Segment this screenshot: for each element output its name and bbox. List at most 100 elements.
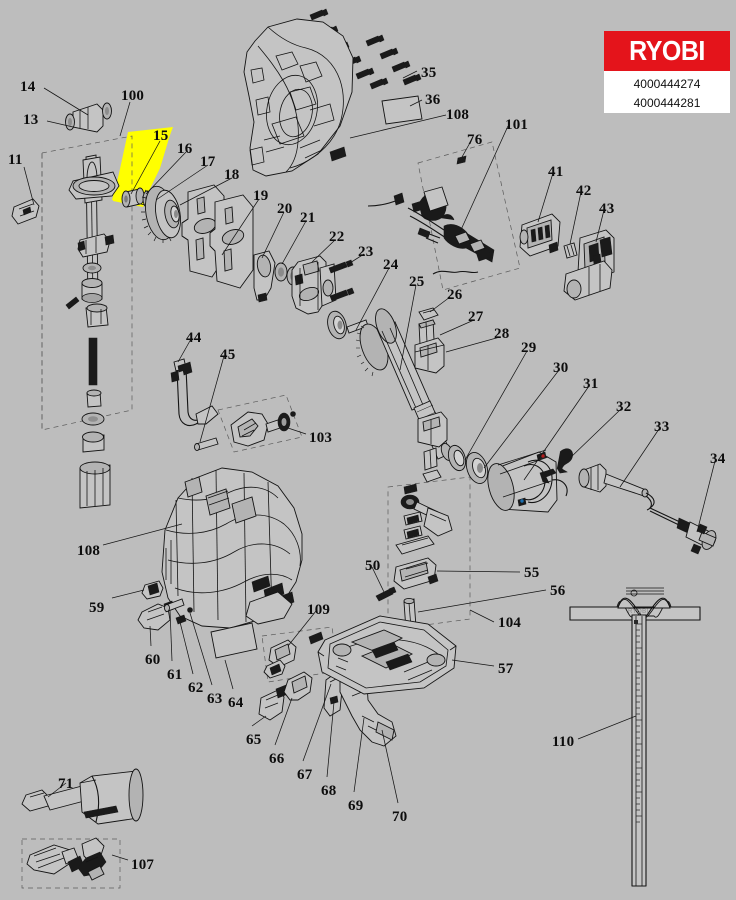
part-59-clip <box>141 580 164 600</box>
part-26-brush-cap-upper <box>418 307 439 321</box>
callout-number-33: 33 <box>654 419 670 435</box>
callout-number-31: 31 <box>583 376 599 392</box>
model-number-1: 4000444274 <box>633 77 701 91</box>
callout-number-27: 27 <box>468 309 484 325</box>
part-26-brush-cap-lower <box>422 469 442 483</box>
callout-number-57: 57 <box>498 661 514 677</box>
part-31-field-stator <box>487 449 568 513</box>
part-36-label-plate <box>381 95 423 125</box>
callout-number-107: 107 <box>131 857 155 873</box>
part-33-power-cord <box>578 463 681 526</box>
callout-number-59: 59 <box>89 600 105 616</box>
brand-bar: RYOBI <box>604 31 730 71</box>
brand-name: RYOBI <box>629 34 705 67</box>
callout-number-63: 63 <box>207 691 223 707</box>
callout-number-60: 60 <box>145 652 161 668</box>
part-103-roller-guide <box>230 411 296 447</box>
part-11-clip <box>11 198 40 225</box>
callout-number-14: 14 <box>20 79 36 95</box>
callout-number-50: 50 <box>365 558 381 574</box>
part-66-bracket <box>283 671 313 701</box>
callout-number-42: 42 <box>576 183 592 199</box>
callout-number-68: 68 <box>321 783 337 799</box>
callout-number-76: 76 <box>467 132 483 148</box>
plunger-assembly <box>65 154 120 509</box>
part-13-14-sleeve <box>65 102 112 133</box>
part-108a-housing-shell <box>243 18 354 177</box>
part-109-latch-hardware <box>263 631 324 679</box>
part-101-wiring-harness <box>367 186 495 275</box>
callout-number-66: 66 <box>269 751 285 767</box>
part-76-wire-marker <box>456 155 467 165</box>
part-61-62-63-pins <box>164 598 193 625</box>
callout-number-24: 24 <box>383 257 399 273</box>
callout-number-67: 67 <box>297 767 313 783</box>
part-65-latch <box>258 684 289 721</box>
part-50-screw <box>375 586 397 602</box>
part-41-switch-plate <box>519 213 561 257</box>
part-64-plate <box>210 622 258 659</box>
callout-number-28: 28 <box>494 326 510 342</box>
callout-number-30: 30 <box>553 360 569 376</box>
callout-number-20: 20 <box>277 201 293 217</box>
part-57-base-shoe <box>317 615 457 695</box>
group-box-104 <box>387 476 471 631</box>
callout-number-55: 55 <box>524 565 540 581</box>
callout-number-71: 71 <box>58 776 74 792</box>
leader-lines <box>23 70 716 861</box>
part-24-bearing <box>327 310 347 340</box>
part-28-brush-holder-lower <box>417 411 448 448</box>
callout-number-103: 103 <box>309 430 333 446</box>
part-19b-rocker <box>253 250 276 303</box>
callout-number-70: 70 <box>392 809 408 825</box>
callout-number-17: 17 <box>200 154 216 170</box>
callout-number-108b: 108 <box>77 543 101 559</box>
callout-number-44: 44 <box>186 330 202 346</box>
part-110-rip-guide: RYOBI <box>569 587 701 887</box>
callout-number-45: 45 <box>220 347 236 363</box>
callout-number-29: 29 <box>521 340 537 356</box>
part-32-cord-clamp <box>539 448 573 484</box>
callout-number-110: 110 <box>552 734 575 750</box>
callout-number-36: 36 <box>425 92 441 108</box>
callout-number-100: 100 <box>121 88 145 104</box>
callout-number-16: 16 <box>177 141 193 157</box>
callout-number-108a: 108 <box>446 107 470 123</box>
callout-number-25: 25 <box>409 274 425 290</box>
group-box-107 <box>21 838 121 889</box>
part-104-shoe-hardware <box>393 483 453 633</box>
callout-number-22: 22 <box>329 229 345 245</box>
callout-number-56: 56 <box>550 583 566 599</box>
part-108b-main-housing <box>161 467 303 629</box>
part-42-contact-block <box>563 242 578 259</box>
callout-number-64: 64 <box>228 695 244 711</box>
part-45-pin <box>194 437 219 451</box>
part-19-guide-plate-b <box>209 194 254 289</box>
part-30-bearing <box>465 452 489 484</box>
part-43-switch-assembly <box>563 229 615 301</box>
callout-number-18: 18 <box>224 167 240 183</box>
brand-plate: RYOBI 4000444274 4000444281 <box>604 31 730 113</box>
callout-number-13: 13 <box>23 112 39 128</box>
part-27-brush-upper <box>418 319 436 345</box>
part-28-brush-holder-upper <box>414 337 445 374</box>
callout-number-15: 15 <box>153 128 169 144</box>
callout-number-69: 69 <box>348 798 364 814</box>
callout-number-32: 32 <box>616 399 632 415</box>
callout-number-34: 34 <box>710 451 726 467</box>
model-number-2: 4000444281 <box>633 96 701 110</box>
callout-number-11: 11 <box>8 152 23 168</box>
callout-number-23: 23 <box>358 244 374 260</box>
callout-number-101: 101 <box>505 117 529 133</box>
part-18-guide-plate-a <box>181 184 225 278</box>
part-34-plug <box>676 517 717 555</box>
part-29-bearing <box>447 444 467 472</box>
rip-guide-engraving: RYOBI <box>628 609 649 615</box>
part-27-brush-lower <box>423 447 438 471</box>
part-107-accessories <box>26 837 107 881</box>
callout-number-104: 104 <box>498 615 522 631</box>
callout-number-41: 41 <box>548 164 564 180</box>
part-18-gear <box>140 185 181 243</box>
